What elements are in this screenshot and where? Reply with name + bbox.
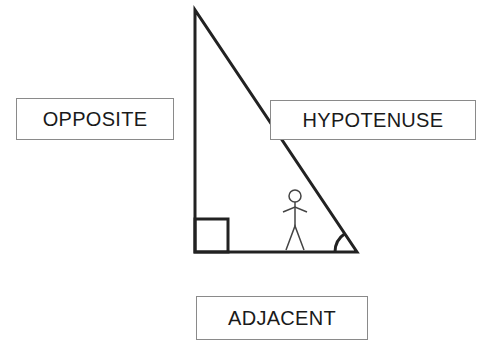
right-angle-mark xyxy=(195,219,228,252)
side-label: ADJACENT xyxy=(228,307,336,330)
stick-figure xyxy=(283,190,307,250)
figure-body xyxy=(294,202,296,226)
figure-head xyxy=(289,190,301,202)
angle-arc xyxy=(335,234,345,252)
label-box: OPPOSITE xyxy=(16,98,174,140)
side-label: OPPOSITE xyxy=(43,108,148,131)
label-box: ADJACENT xyxy=(196,296,368,340)
side-label: HYPOTENUSE xyxy=(303,109,444,132)
figure-legs xyxy=(286,226,304,250)
label-box: HYPOTENUSE xyxy=(270,100,476,140)
figure-arms xyxy=(283,207,307,212)
